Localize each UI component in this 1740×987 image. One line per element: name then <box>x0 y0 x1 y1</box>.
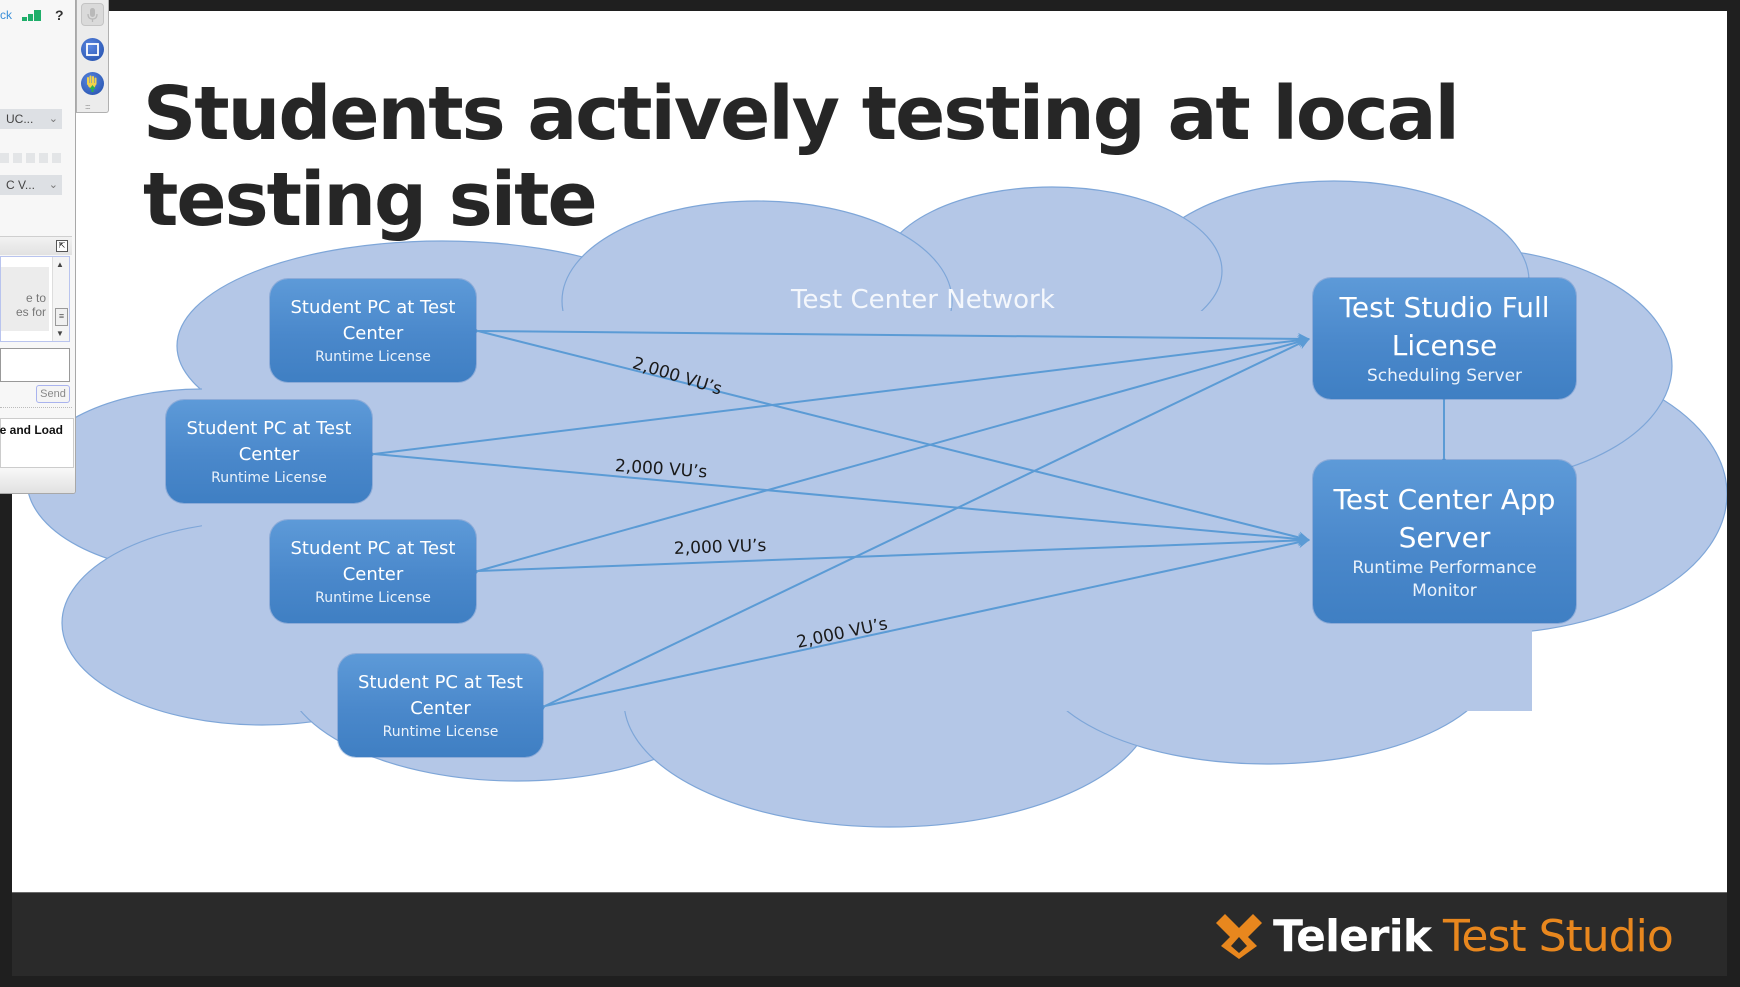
presentation-slide: Students actively testing at local testi… <box>12 11 1727 892</box>
raise-hand-icon <box>87 75 97 92</box>
divider <box>0 407 72 408</box>
toolbar-drag-handle[interactable]: ::::: <box>85 104 91 111</box>
help-icon[interactable]: ? <box>55 7 64 23</box>
server-role: Scheduling Server <box>1366 366 1523 386</box>
student-pc-license: Runtime License <box>382 723 499 740</box>
video-device-select[interactable]: C V... ⌄ <box>0 175 62 195</box>
scroll-thumb[interactable]: ≡ <box>55 308 68 326</box>
brand-name: Telerik <box>1273 910 1432 962</box>
send-button[interactable]: Send <box>36 385 70 403</box>
network-label: Test Center Network <box>791 285 1055 315</box>
student-pc-license: Runtime License <box>315 348 431 365</box>
connectors <box>374 331 1444 706</box>
slide-title: Students actively testing at local testi… <box>143 71 1460 243</box>
raise-hand-button[interactable] <box>81 72 104 95</box>
connection-signal-icon <box>22 9 46 21</box>
student-pc-license: Runtime License <box>211 469 327 486</box>
chat-log: e to es for ▲ ≡ ▼ <box>0 256 70 342</box>
side-panel: ck ? UC... ⌄ C V... ⌄ ⇱ e to es for ▲ ≡ … <box>0 0 76 494</box>
screen-icon <box>86 43 99 56</box>
telerik-logo-icon <box>1216 914 1262 959</box>
slide-footer <box>12 892 1727 976</box>
share-screen-button[interactable] <box>81 38 104 61</box>
session-title-box: e and Load <box>0 418 74 468</box>
connector-pc4-license <box>545 338 1309 706</box>
slide-title-line2: testing site <box>143 157 598 243</box>
student-pc-license: Runtime License <box>315 589 431 606</box>
microphone-button[interactable] <box>81 3 104 26</box>
chevron-down-icon: ⌄ <box>48 179 58 191</box>
audio-device-select[interactable]: UC... ⌄ <box>0 109 62 129</box>
mini-toolbar: ::::: <box>76 0 109 113</box>
chat-message: e to es for <box>1 267 49 331</box>
chat-header: ⇱ <box>0 236 72 255</box>
slide-title-line1: Students actively testing at local <box>143 71 1460 157</box>
microphone-icon <box>87 8 98 22</box>
panel-link[interactable]: ck <box>0 8 12 22</box>
scroll-down-icon[interactable]: ▼ <box>56 329 64 338</box>
connector-pc4-appserver <box>544 536 1310 707</box>
panel-bottom-bar <box>0 468 75 493</box>
audio-level-meter <box>0 153 62 163</box>
telerik-test-studio-logo: Telerik Test Studio <box>1213 910 1674 962</box>
chevron-down-icon: ⌄ <box>48 113 58 125</box>
popout-icon[interactable]: ⇱ <box>56 240 68 252</box>
chat-input[interactable] <box>0 348 70 382</box>
scroll-up-icon[interactable]: ▲ <box>56 260 64 269</box>
chat-scrollbar[interactable]: ▲ ≡ ▼ <box>52 257 69 341</box>
product-name: Test Studio <box>1442 910 1674 962</box>
vu-label-3: 2,000 VU’s <box>673 535 767 559</box>
